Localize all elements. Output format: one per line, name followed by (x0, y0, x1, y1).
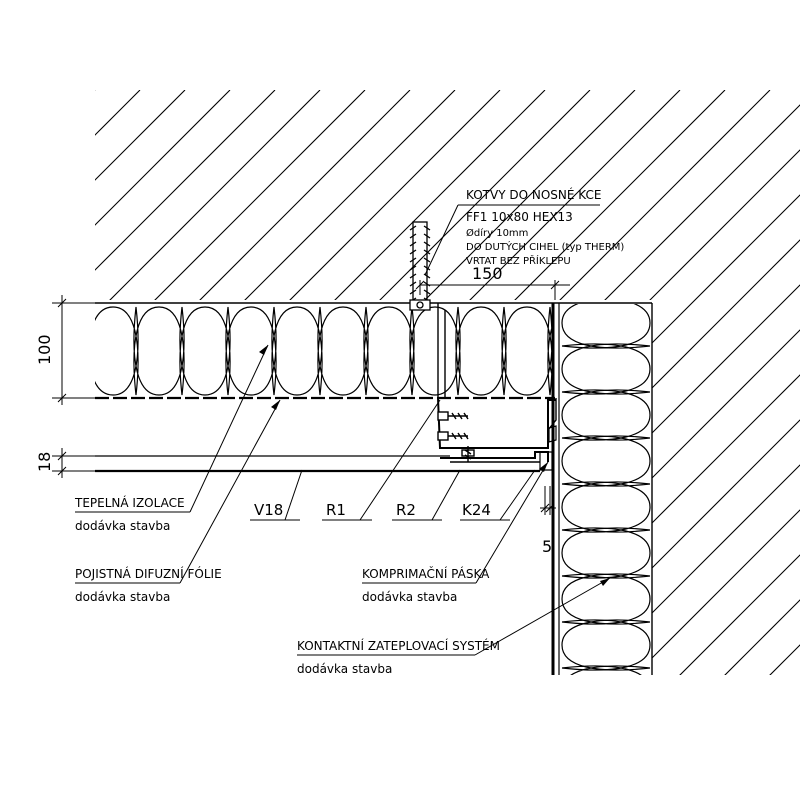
profile-r2-label: R2 (396, 501, 416, 519)
hatch-line (95, 90, 141, 675)
insulation-batt-pattern-ceiling (95, 306, 552, 396)
thermal-insulation-ceiling (95, 304, 555, 400)
etics-title: KONTAKTNÍ ZATEPLOVACÍ SYSTÉM (297, 638, 500, 653)
hatch-line (419, 90, 800, 675)
screw-3 (461, 446, 475, 462)
hatch-line (644, 90, 800, 675)
hatch-line (95, 90, 411, 675)
anchor-tooth (409, 249, 417, 255)
anchor-tooth (423, 289, 431, 295)
hatch-line (95, 90, 231, 675)
compression-tape-note: dodávka stavba (362, 590, 457, 604)
hatch-line (95, 90, 276, 675)
thermal-insulation-wall (561, 304, 651, 675)
dimension-18-label: 18 (35, 452, 54, 472)
compression-tape-title: KOMPRIMAČNÍ PÁSKA (362, 566, 490, 581)
thermal-insulation-title: TEPELNÁ IZOLACE (74, 495, 185, 510)
etics-render-layer (551, 303, 560, 675)
dimension-5-label: 5 (542, 537, 552, 556)
anchor-tooth (409, 225, 417, 231)
anchor-tooth (423, 241, 431, 247)
diffusion-foil-note: dodávka stavba (75, 590, 170, 604)
anchor-note-line-4: DO DUTÝCH CIHEL (typ THERM) (466, 240, 624, 253)
hatch-line (95, 90, 321, 675)
anchor-tooth (409, 233, 417, 239)
anchor-note-line-1: KOTVY DO NOSNÉ KCE (466, 187, 601, 202)
anchor-tooth (409, 265, 417, 271)
hatch-line (95, 90, 726, 675)
dimension-board-thickness (52, 448, 95, 478)
hatch-line (734, 90, 800, 675)
anchor-note-line-2: FF1 10x80 HEX13 (466, 210, 573, 224)
screw-1 (437, 411, 469, 421)
callout-etics: KONTAKTNÍ ZATEPLOVACÍ SYSTÉM dodávka sta… (297, 577, 611, 676)
anchor-tooth (423, 249, 431, 255)
hatch-line (329, 90, 800, 675)
v18-ceiling-board (95, 455, 540, 473)
insulation-batt-pattern-wall (561, 304, 651, 675)
hatch-line (599, 90, 800, 675)
profile-k24-label: K24 (462, 501, 491, 519)
anchor-tooth (409, 289, 417, 295)
anchor-tooth (409, 273, 417, 279)
diffusion-foil-title: POJISTNÁ DIFUZNÍ FÓLIE (75, 566, 222, 581)
screw-fasteners (437, 411, 475, 462)
hatch-line (95, 90, 501, 675)
anchor-tooth (409, 257, 417, 263)
dimension-100-label: 100 (35, 334, 54, 365)
dimension-150-label: 150 (472, 264, 503, 283)
anchor-note-line-5: VRTAT BEZ PŘÍKLEPU (466, 254, 571, 267)
anchor-tooth (423, 257, 431, 263)
etics-note: dodávka stavba (297, 662, 392, 676)
hatch-line (0, 90, 50, 800)
anchor-tooth (423, 233, 431, 239)
anchor-tooth (409, 241, 417, 247)
callout-thermal-insulation: TEPELNÁ IZOLACE dodávka stavba (74, 344, 269, 533)
anchor-tooth (423, 265, 431, 271)
hatch-line (95, 90, 186, 675)
hatch-line (0, 90, 5, 800)
anchor-tooth (423, 225, 431, 231)
anchor-tooth (409, 281, 417, 287)
hatch-line (104, 90, 800, 675)
profile-code-labels (250, 399, 536, 521)
profile-v18-label: V18 (254, 501, 283, 519)
load-bearing-structure-hatch (0, 90, 800, 800)
hatch-line (95, 90, 546, 675)
profile-r1-label: R1 (326, 501, 346, 519)
dimension-insulation-thickness (52, 295, 95, 405)
anchor-ff1 (409, 221, 431, 311)
hatch-line (374, 90, 800, 675)
anchor-note: KOTVY DO NOSNÉ KCE FF1 10x80 HEX13 Ødíry… (424, 187, 624, 276)
hatch-line (95, 90, 96, 675)
thermal-insulation-note: dodávka stavba (75, 519, 170, 533)
hatch-line (95, 90, 456, 675)
callout-compression-tape: KOMPRIMAČNÍ PÁSKA dodávka stavba (362, 461, 549, 604)
hatch-line (95, 90, 366, 675)
dimension-joint-gap (540, 486, 556, 515)
hatch-line (689, 90, 800, 675)
screw-2 (437, 431, 469, 441)
hatch-line (95, 90, 771, 675)
hatch-line (779, 90, 800, 675)
callout-diffusion-foil: POJISTNÁ DIFUZNÍ FÓLIE dodávka stavba (75, 399, 281, 604)
compression-tape (539, 425, 557, 471)
dimension-anchor-spacing (415, 280, 570, 300)
anchor-note-line-3: Ødíry 10mm (466, 227, 528, 239)
